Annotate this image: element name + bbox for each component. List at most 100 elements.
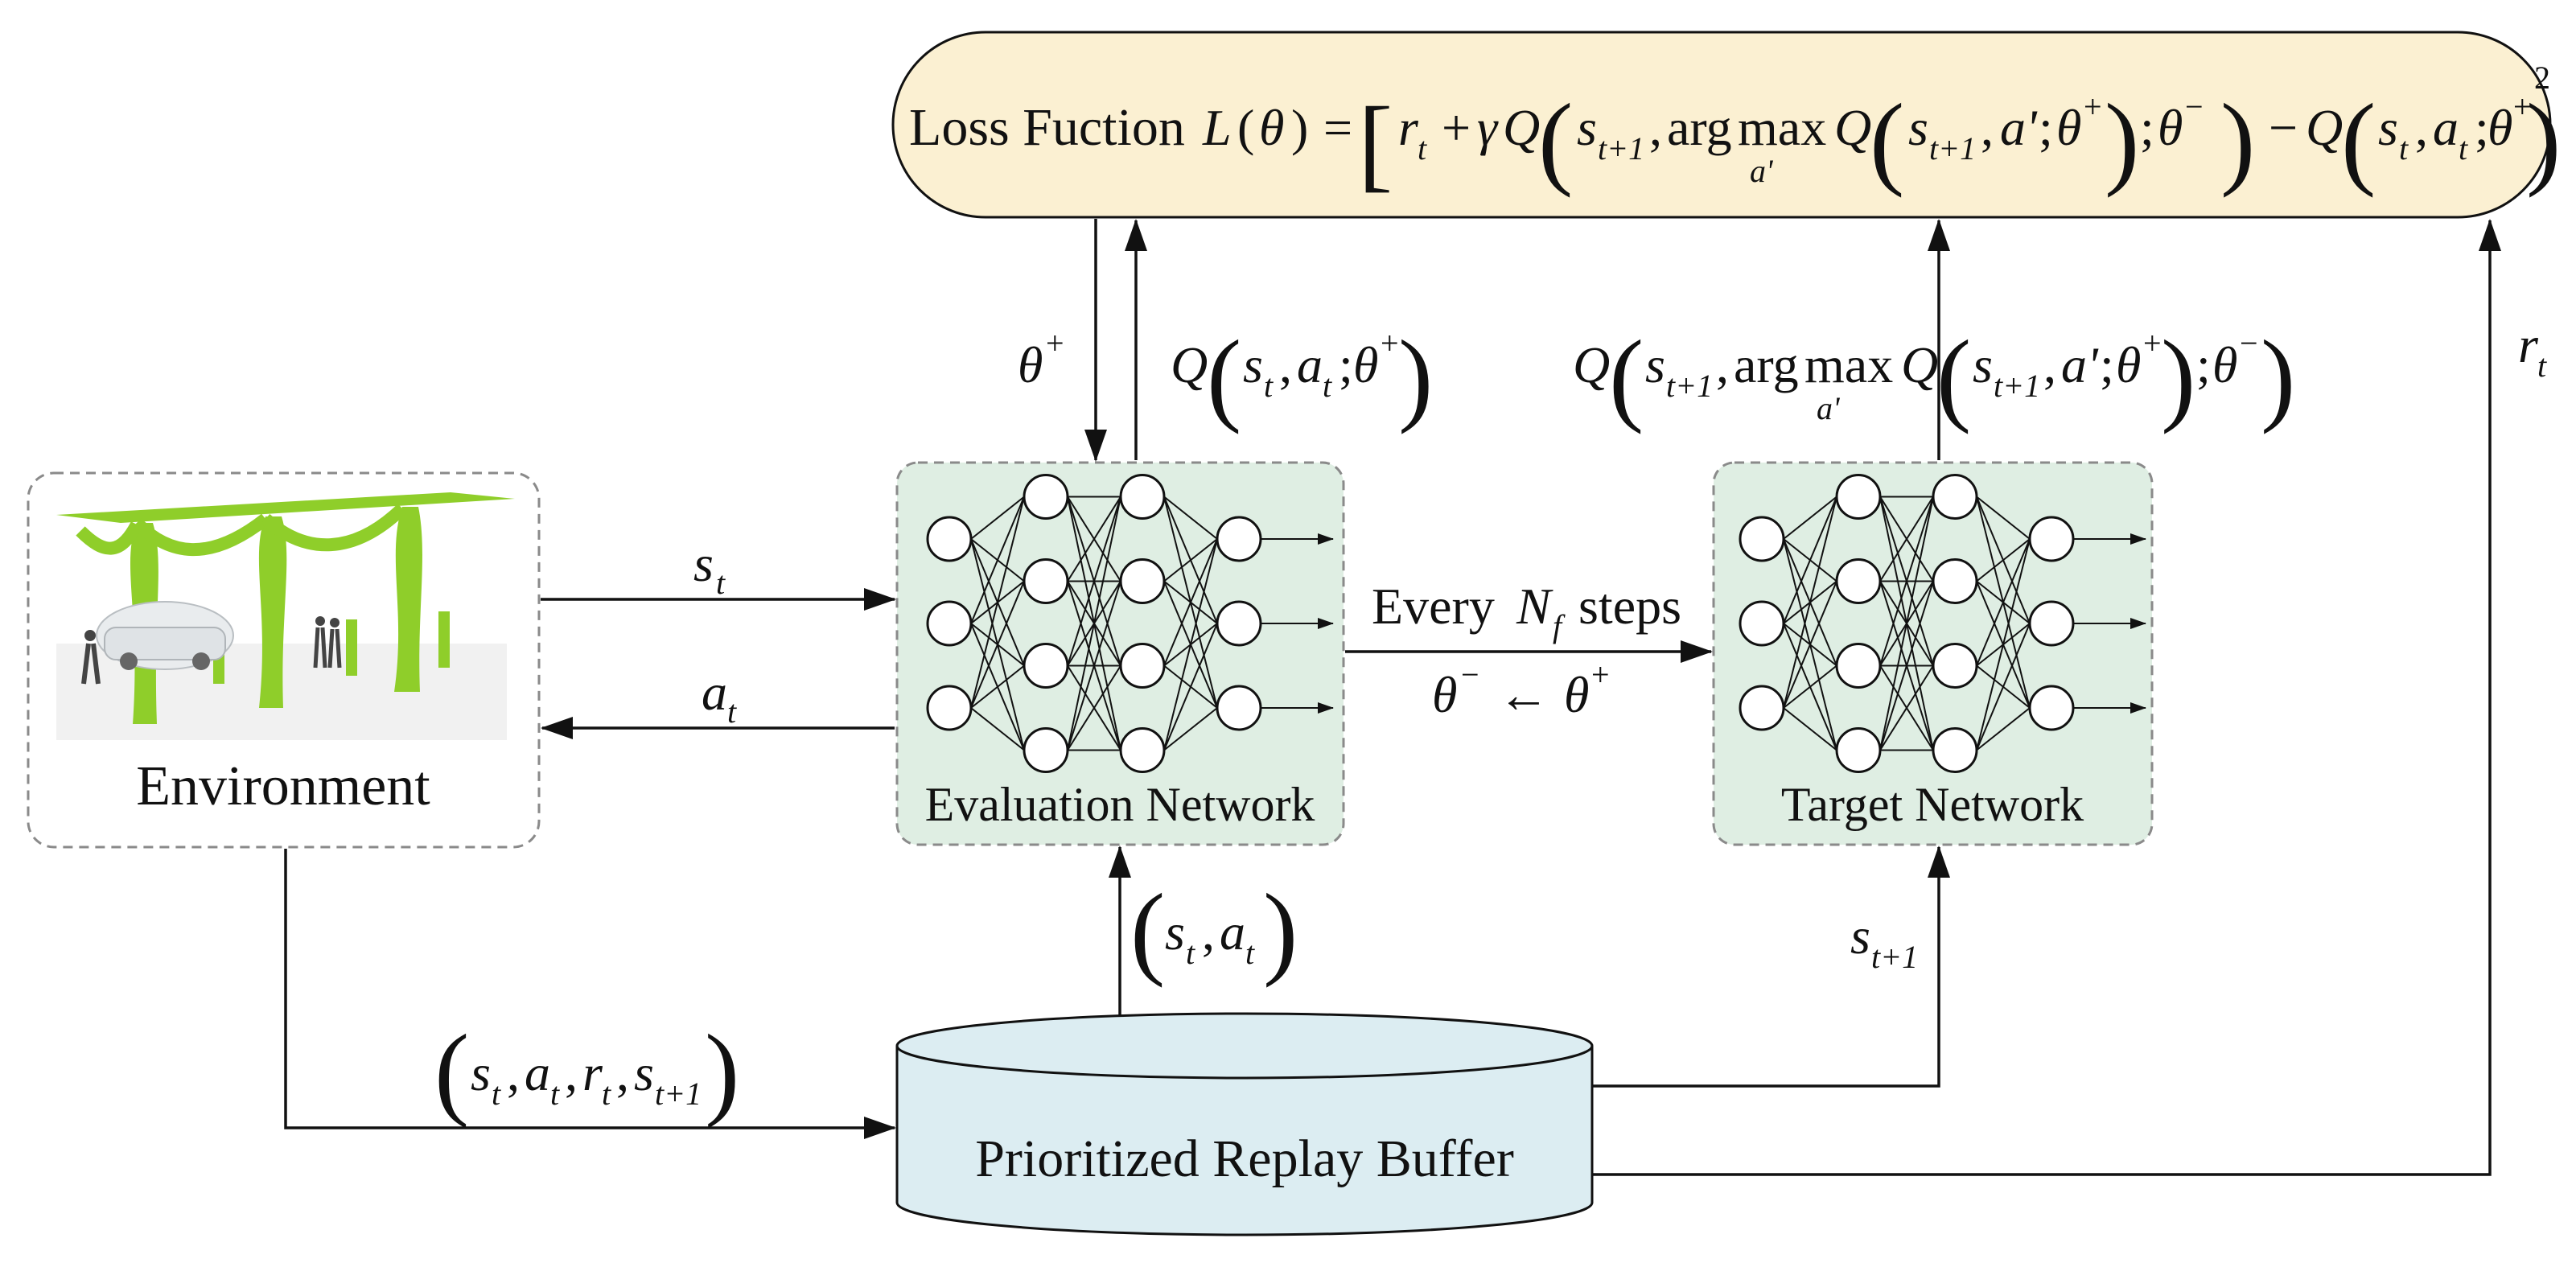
- network-edge: [1163, 496, 1218, 540]
- transition-arrow: [284, 849, 896, 1139]
- svg-text:(: (: [1609, 319, 1644, 435]
- network-edge: [1879, 496, 1934, 666]
- svg-text:s: s: [1243, 336, 1263, 393]
- svg-text:,: ,: [1279, 336, 1292, 393]
- target-network-box: Target Network: [1712, 461, 2154, 846]
- network-node: [2028, 685, 2075, 731]
- network-edge: [970, 496, 1025, 709]
- svg-text:t: t: [1323, 368, 1332, 404]
- svg-text:,: ,: [1202, 903, 1215, 961]
- svg-text:t: t: [1186, 935, 1195, 971]
- network-node: [1023, 727, 1069, 773]
- network-node: [1216, 516, 1262, 562]
- svg-text:): ): [2161, 319, 2195, 435]
- network-edge: [1879, 496, 1934, 751]
- loss-theta: θ: [1259, 99, 1284, 156]
- svg-text:(: (: [1207, 319, 1241, 435]
- q-eval-label: Q ( s t , a t ; θ + ): [1171, 319, 1433, 435]
- network-node: [1739, 600, 1785, 647]
- target-network-graph: [1739, 474, 2146, 773]
- network-node: [926, 516, 973, 562]
- network-node: [1739, 516, 1785, 562]
- loss-lbracket: [: [1358, 86, 1393, 202]
- network-edge: [1783, 581, 1837, 709]
- svg-text:s: s: [693, 535, 714, 592]
- state-label: s t: [693, 535, 726, 601]
- network-edge: [970, 664, 1025, 709]
- loss-theta-minus: θ: [2158, 99, 2183, 156]
- loss-max: max: [1738, 99, 1826, 156]
- loss-lparen-1: (: [1237, 99, 1254, 156]
- network-edge: [1976, 496, 2031, 540]
- network-edge: [1783, 496, 1837, 624]
- loss-s1-sub: t+1: [1598, 130, 1644, 167]
- loss-s2: s: [1908, 99, 1928, 156]
- evaluation-network-box: Evaluation Network: [895, 461, 1345, 846]
- network-edge: [1163, 538, 1218, 751]
- ev-charging-station-icon: [56, 492, 515, 740]
- network-node: [1835, 727, 1882, 773]
- loss-gamma: γ: [1477, 99, 1499, 156]
- network-edge: [1783, 664, 1837, 709]
- network-edge: [970, 581, 1025, 709]
- loss-semicolon-2: ;: [2140, 99, 2154, 156]
- loss-plus: +: [1442, 99, 1471, 156]
- network-edge: [1879, 581, 1934, 751]
- svg-text:t: t: [1264, 368, 1274, 404]
- svg-text:steps: steps: [1578, 578, 1681, 635]
- network-node: [2028, 516, 2075, 562]
- svg-text:,: ,: [507, 1044, 520, 1101]
- svg-text:r: r: [582, 1044, 603, 1101]
- svg-text:,: ,: [2043, 336, 2056, 393]
- network-node: [1835, 474, 1882, 520]
- svg-text:Q: Q: [1901, 336, 1938, 393]
- svg-text:): ): [1263, 873, 1298, 989]
- network-edge: [1783, 496, 1837, 709]
- svg-text:(: (: [1130, 873, 1165, 989]
- svg-text:t+1: t+1: [1871, 939, 1918, 975]
- loss-lparen-2: (: [1538, 83, 1573, 199]
- loss-max-under: a': [1750, 153, 1774, 189]
- network-node: [1023, 643, 1069, 689]
- svg-text:f: f: [1553, 608, 1566, 644]
- svg-text:+: +: [1381, 325, 1399, 361]
- loss-s3: s: [2378, 99, 2398, 156]
- svg-text:;: ;: [2100, 336, 2114, 393]
- loss-s3-sub: t: [2399, 130, 2409, 167]
- svg-text:t: t: [492, 1076, 501, 1112]
- svg-text:;: ;: [2196, 336, 2211, 393]
- svg-text:t+1: t+1: [1666, 368, 1713, 404]
- loss-Q1: Q: [1503, 99, 1540, 156]
- sync-label: Every N f steps: [1372, 578, 1681, 644]
- network-node: [1119, 558, 1166, 604]
- replay-buffer-label: Prioritized Replay Buffer: [975, 1129, 1514, 1188]
- network-node: [2028, 600, 2075, 647]
- theta-update-label: θ − ← θ +: [1432, 656, 1610, 723]
- svg-text:N: N: [1516, 578, 1553, 635]
- svg-text:r: r: [2518, 316, 2539, 373]
- reward-label: r t: [2518, 316, 2547, 384]
- q-target-label: Q ( s t+1 , arg max a' Q ( s t+1 , a' ; …: [1573, 319, 2295, 435]
- svg-text:;: ;: [1339, 336, 1353, 393]
- loss-r-sub: t: [1418, 130, 1427, 167]
- svg-text:s: s: [634, 1044, 654, 1101]
- svg-text:θ: θ: [1564, 666, 1589, 723]
- svg-text:t: t: [1245, 935, 1255, 971]
- network-edge: [1783, 496, 1837, 540]
- next-state-label: s t+1: [1850, 907, 1918, 975]
- reward-arrow: [1592, 219, 2501, 1176]
- loss-rparen-2: ): [2220, 83, 2255, 199]
- loss-a3-sub: t: [2459, 130, 2468, 167]
- svg-text:t: t: [602, 1076, 611, 1112]
- network-node: [1119, 474, 1166, 520]
- svg-text:s: s: [471, 1044, 491, 1101]
- network-edge: [1067, 496, 1121, 582]
- network-edge: [1783, 707, 1837, 751]
- network-node: [1932, 643, 1978, 689]
- loss-s1: s: [1577, 99, 1597, 156]
- svg-text:arg: arg: [1734, 336, 1799, 393]
- loss-Q2: Q: [1834, 99, 1871, 156]
- network-edge: [1163, 707, 1218, 751]
- loss-comma-1: ,: [1649, 99, 1662, 156]
- network-node: [1932, 474, 1978, 520]
